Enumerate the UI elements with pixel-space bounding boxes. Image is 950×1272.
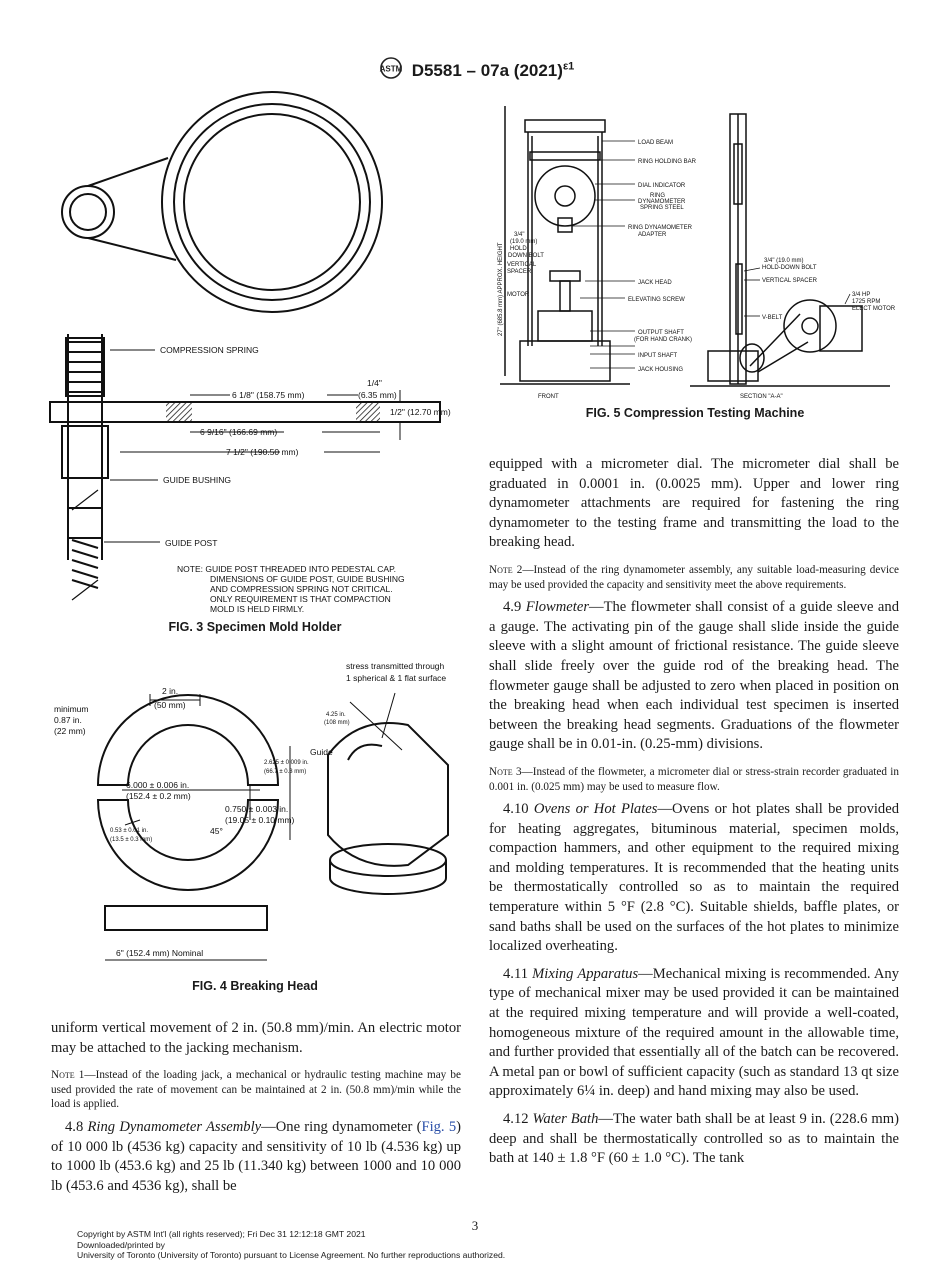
fig4-label-min-3: (22 mm) [54, 726, 86, 736]
fig5-label-jack-head: JACK HEAD [638, 280, 672, 286]
fig4-label-075-a: 0.750 ± 0.003 in. [225, 804, 288, 814]
svg-text:ASTM: ASTM [379, 65, 402, 74]
fig4-label-2625-b: (66.7 ± 0.3 mm) [264, 769, 306, 775]
standard-designation: D5581 – 07a (2021)ε1 [411, 60, 575, 80]
note-3: Note 3—Instead of the flowmeter, a micro… [489, 765, 899, 793]
fig4-label-min-1: minimum [54, 704, 88, 714]
fig3-dim-4: 6 9/16" (166.69 mm) [200, 427, 277, 437]
page-header: ASTM D5581 – 07a (2021)ε1 [0, 56, 950, 85]
fig5-drawing: LOAD BEAM RING HOLDING BAR DIAL INDICATO… [498, 106, 896, 400]
fig4-label-angle: 45° [210, 826, 223, 836]
fig5-label-left-motor: MOTOR [507, 292, 530, 298]
fig5-label-ring-adapter-2: ADAPTER [638, 232, 667, 238]
fig4-label-053-a: 0.53 ± 0.01 in. [110, 828, 148, 834]
fig5-label-height: 27" (685.8 mm) APPROX. HEIGHT [498, 242, 504, 336]
footer-line-1: Copyright by ASTM Int'l (all rights rese… [77, 1229, 366, 1239]
fig5-caption: FIG. 5 Compression Testing Machine [585, 406, 805, 420]
fig5-label-hold-2: HOLD-DOWN BOLT [762, 265, 817, 271]
fig4-label-2in: 2 in. [162, 686, 178, 696]
fig5-label-left-hd-1: 3/4" [514, 232, 524, 238]
fig5-label-motor-2: 1725 RPM [852, 299, 880, 305]
fig5-label-elevating-screw: ELEVATING SCREW [628, 297, 685, 303]
right-column: equipped with a micrometer dial. The mic… [489, 455, 899, 1169]
fig3-dim-2b: (6.35 mm) [358, 390, 397, 400]
fig4-label-stress-1: stress transmitted through [346, 661, 445, 671]
fig4-label-053-b: (13.5 ± 0.3 mm) [110, 837, 152, 843]
fig5-label-load-beam: LOAD BEAM [638, 140, 673, 146]
fig4-label-6in-a: 6.000 ± 0.006 in. [126, 780, 189, 790]
fig5-label-motor-1: 3/4 HP [852, 292, 870, 298]
fig4-label-2625-a: 2.625 ± 0.009 in. [264, 760, 309, 766]
fig5-link[interactable]: Fig. 5 [421, 1118, 457, 1135]
footer-line-2: Downloaded/printed by [77, 1239, 165, 1250]
fig5-label-left-hd-2: (19.0 mm) [510, 239, 537, 245]
fig4-label-50mm: (50 mm) [154, 700, 186, 710]
fig3-dim-5: 7 1/2" (190.50 mm) [226, 447, 299, 457]
paragraph-uniform-movement: uniform vertical movement of 2 in. (50.8… [51, 1020, 461, 1056]
fig3-caption: FIG. 3 Specimen Mold Holder [168, 620, 342, 634]
left-column: uniform vertical movement of 2 in. (50.8… [51, 1019, 461, 1196]
fig4-label-425-a: 4.25 in. [326, 712, 346, 718]
fig3-label-guide-post: GUIDE POST [165, 538, 217, 548]
paragraph-4-12: 4.12 Water Bath—The water bath shall be … [489, 1111, 899, 1167]
fig4-caption: FIG. 4 Breaking Head [192, 979, 318, 993]
fig3-label-compression-spring: COMPRESSION SPRING [160, 345, 259, 355]
fig3-drawing: COMPRESSION SPRING GUIDE BUSHING GUIDE P… [49, 91, 451, 614]
fig5-label-vbelt: V-BELT [762, 315, 783, 321]
page-number: 3 [471, 1218, 479, 1233]
fig5-label-left-vs-2: SPACER [507, 269, 532, 275]
svg-text:ONLY REQUIREMENT IS THAT COMPA: ONLY REQUIREMENT IS THAT COMPACTION [210, 594, 391, 604]
copyright-footer: Copyright by ASTM Int'l (all rights rese… [77, 1229, 505, 1261]
svg-text:MOLD IS HELD FIRMLY.: MOLD IS HELD FIRMLY. [210, 604, 304, 614]
fig5-label-dial-indicator: DIAL INDICATOR [638, 183, 686, 189]
fig4-label-min-2: 0.87 in. [54, 715, 82, 725]
fig4-label-6in-b: (152.4 ± 0.2 mm) [126, 791, 191, 801]
fig4-label-075-b: (19.05 ± 0.10 mm) [225, 815, 295, 825]
paragraph-4-9: 4.9 Flowmeter—The flowmeter shall consis… [489, 599, 899, 753]
fig4-drawing: stress transmitted through 1 spherical &… [54, 661, 449, 961]
footer-line-3: University of Toronto (University of Tor… [77, 1250, 506, 1261]
fig4-label-guide: Guide [310, 747, 333, 757]
fig4-label-stress-2: 1 spherical & 1 flat surface [346, 673, 446, 683]
astm-logo-icon: ASTM [376, 56, 406, 85]
svg-text:NOTE: GUIDE POST THREADED INTO: NOTE: GUIDE POST THREADED INTO PEDESTAL … [177, 564, 396, 574]
paragraph-4-11: 4.11 Mixing Apparatus—Mechanical mixing … [489, 965, 899, 1100]
fig3-dim-1: 6 1/8" (158.75 mm) [232, 390, 305, 400]
fig5-label-vertical-spacer: VERTICAL SPACER [762, 278, 818, 284]
fig3-label-guide-bushing: GUIDE BUSHING [163, 475, 231, 485]
fig5-label-motor-3: ELECT MOTOR [852, 306, 896, 312]
fig5-label-hold-1: 3/4" (19.0 mm) [764, 258, 803, 264]
svg-text:AND COMPRESSION SPRING NOT CRI: AND COMPRESSION SPRING NOT CRITICAL. [210, 584, 393, 594]
fig5-label-output-2: (FOR HAND CRANK) [634, 337, 692, 343]
fig5-label-jack-housing: JACK HOUSING [638, 367, 683, 373]
fig3-note: NOTE: GUIDE POST THREADED INTO PEDESTAL … [177, 564, 405, 614]
paragraph-4-8: 4.8 Ring Dynamometer Assembly—One ring d… [51, 1118, 462, 1194]
svg-text:DIMENSIONS OF GUIDE POST, GUID: DIMENSIONS OF GUIDE POST, GUIDE BUSHING [210, 574, 405, 584]
fig5-label-section: SECTION "A-A" [740, 394, 783, 400]
fig5-label-left-vs-1: VERTICAL [507, 262, 537, 268]
paragraph-micrometer: equipped with a micrometer dial. The mic… [489, 456, 899, 551]
fig5-label-input-shaft: INPUT SHAFT [638, 353, 678, 359]
fig3-dim-2: 1/4" [367, 378, 382, 388]
fig5-label-left-hd-3: HOLD [510, 246, 527, 252]
fig4-label-425-b: (108 mm) [324, 720, 350, 726]
paragraph-4-10: 4.10 Ovens or Hot Plates—Ovens or hot pl… [489, 801, 899, 955]
fig5-label-output-1: OUTPUT SHAFT [638, 330, 684, 336]
fig5-label-ring-2: DYNAMOMETER [638, 199, 686, 205]
note-2: Note 2—Instead of the ring dynamometer a… [489, 563, 899, 591]
fig5-label-front: FRONT [538, 394, 559, 400]
fig5-label-ring-3: SPRING STEEL [640, 205, 684, 211]
fig4-label-nominal: 6" (152.4 mm) Nominal [116, 948, 203, 958]
fig3-dim-3: 1/2" (12.70 mm) [390, 407, 451, 417]
note-1: Note 1—Instead of the loading jack, a me… [51, 1069, 461, 1111]
fig5-label-ring-adapter-1: RING DYNAMOMETER [628, 225, 693, 231]
fig5-label-left-hd-4: DOWN BOLT [508, 253, 544, 259]
fig5-label-ring-1: RING [650, 193, 665, 199]
fig5-label-ring-holding-bar: RING HOLDING BAR [638, 159, 697, 165]
